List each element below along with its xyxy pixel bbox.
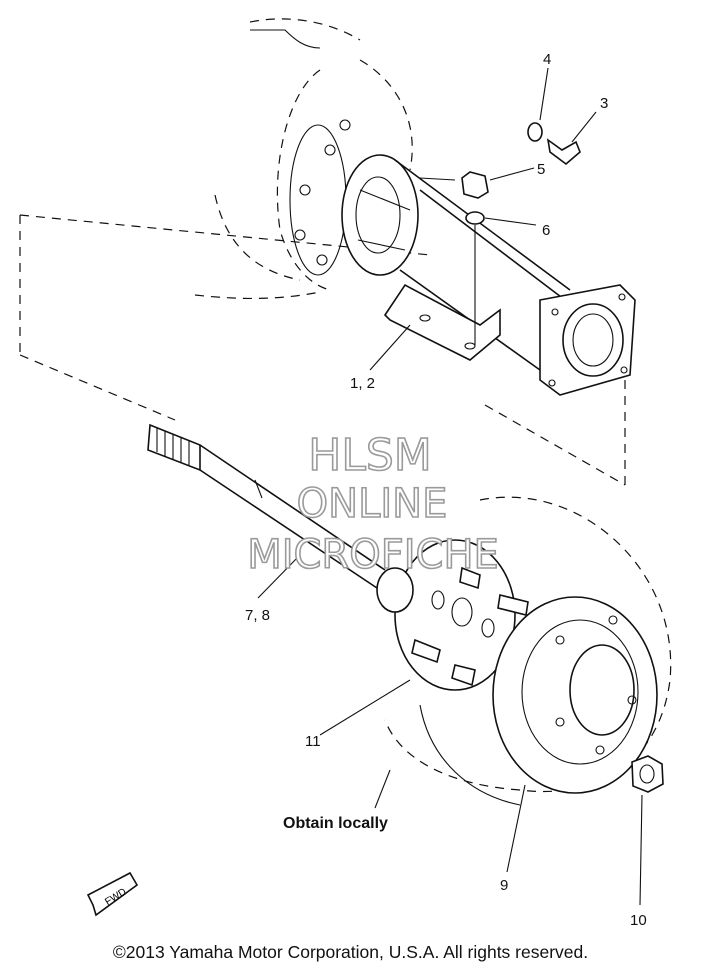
- callout-4: 4: [543, 51, 551, 68]
- lug-nut: [631, 755, 664, 793]
- callout-5: 5: [537, 161, 545, 178]
- fasteners: [419, 122, 581, 345]
- watermark-line-3: MICROFICHE: [247, 532, 499, 578]
- callout-10: 10: [630, 912, 647, 929]
- tire-drum: [384, 496, 672, 806]
- watermark-line-2: ONLINE: [297, 481, 448, 527]
- copyright-notice: ©2013 Yamaha Motor Corporation, U.S.A. A…: [112, 942, 589, 962]
- obtain-locally-note: Obtain locally: [283, 815, 388, 832]
- axle-housing: [341, 154, 636, 396]
- callout-1-2: 1, 2: [350, 375, 375, 392]
- callout-6: 6: [542, 222, 550, 239]
- axle-shaft: [147, 423, 386, 591]
- frame-outline: [19, 18, 626, 486]
- callout-3: 3: [600, 95, 608, 112]
- callout-11: 11: [305, 733, 321, 750]
- wheel-hub: [376, 539, 529, 691]
- fwd-arrow-icon: FWD: [86, 871, 139, 917]
- watermark: HLSM ONLINE MICROFICHE: [246, 429, 499, 579]
- watermark-line-1: HLSM: [308, 430, 432, 481]
- callout-7-8: 7, 8: [245, 607, 270, 624]
- leader-lines: [257, 67, 643, 906]
- callout-9: 9: [500, 877, 508, 894]
- frame-flange: [289, 119, 351, 276]
